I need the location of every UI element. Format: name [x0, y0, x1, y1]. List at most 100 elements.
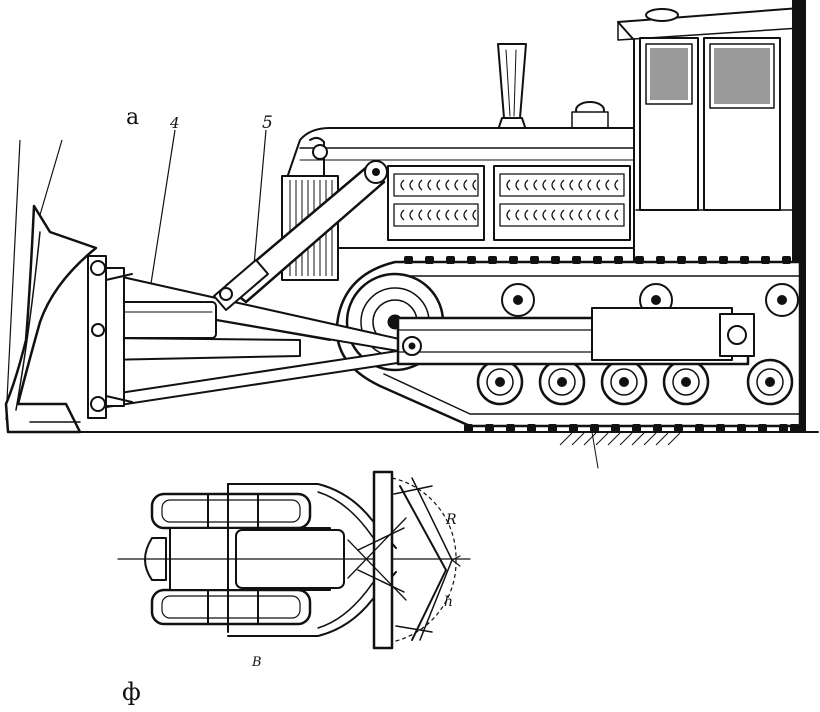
track-grouser [485, 424, 494, 432]
louver-slot [436, 209, 441, 221]
louver-slot [569, 209, 574, 221]
louver-slot [614, 209, 619, 221]
louver-slot [436, 179, 441, 191]
louver-slot [587, 209, 592, 221]
louver-slot [515, 209, 520, 221]
louver-slot [551, 209, 556, 221]
louver-slot [542, 179, 547, 191]
leader-lines [5, 129, 267, 421]
louver-slot [596, 209, 601, 221]
track-grouser [695, 424, 704, 432]
louver-slot [596, 179, 601, 191]
louver-slot [569, 179, 574, 191]
track-grouser [716, 424, 725, 432]
louver-slot [515, 179, 520, 191]
dozer-blade [4, 204, 133, 434]
louver-slot [454, 179, 459, 191]
track-grouser [737, 424, 746, 432]
louver-slot [463, 179, 468, 191]
louver-slot [524, 209, 529, 221]
road-wheel [600, 358, 648, 406]
label-plan-caption: В [251, 655, 262, 670]
louver-slot [445, 209, 450, 221]
louver-slot [445, 179, 450, 191]
label-leader-5: 5 [262, 113, 273, 133]
track-grouser [653, 424, 662, 432]
track-grouser [509, 256, 518, 264]
louver-slot [533, 179, 538, 191]
louver-slot [614, 179, 619, 191]
track-grouser [790, 424, 799, 432]
louver-slot [454, 209, 459, 221]
track-grouser [527, 424, 536, 432]
louver-slot [542, 209, 547, 221]
louver-slot [560, 209, 565, 221]
track-grouser [698, 256, 707, 264]
louver-slot [400, 209, 405, 221]
louver-slot [400, 179, 405, 191]
road-wheel [746, 358, 794, 406]
road-wheel [476, 358, 524, 406]
louver-slot [427, 179, 432, 191]
track-grouser [467, 256, 476, 264]
track-grouser [635, 256, 644, 264]
exhaust-stack [497, 43, 609, 131]
track-grouser [404, 256, 413, 264]
louver-slot [418, 209, 423, 221]
track-grouser [425, 256, 434, 264]
road-wheel [538, 358, 586, 406]
cab [617, 0, 806, 432]
plan-right-track [150, 588, 312, 626]
label-leader-4: 4 [169, 114, 180, 132]
plan-push-frame [227, 483, 397, 637]
label-angle-upper: R [445, 512, 457, 528]
plan-blade [347, 470, 453, 650]
louver-slot [578, 179, 583, 191]
louver-slot [506, 209, 511, 221]
track-grouser [572, 256, 581, 264]
track-grouser [530, 256, 539, 264]
tilt-cylinder [99, 301, 331, 361]
track-grouser [551, 256, 560, 264]
label-view-b: ф [122, 678, 141, 706]
louver-slot [551, 179, 556, 191]
label-view-a: а [126, 105, 139, 130]
louver-slot [472, 209, 477, 221]
louver-slot [560, 179, 565, 191]
louver-slot [506, 179, 511, 191]
louver-slot [605, 179, 610, 191]
track-grouser [590, 424, 599, 432]
plan-left-track [150, 492, 312, 530]
push-beam [99, 271, 755, 409]
track-grouser [782, 256, 791, 264]
track-grouser [611, 424, 620, 432]
louver-slot [409, 179, 414, 191]
track-grouser [569, 424, 578, 432]
track-grouser [548, 424, 557, 432]
track-grouser [593, 256, 602, 264]
track-grouser [656, 256, 665, 264]
bulldozer-side-view: а 4 5 [4, 0, 819, 469]
plan-body [117, 527, 471, 591]
louver-slot [524, 179, 529, 191]
louver-slot [605, 209, 610, 221]
track-grouser [464, 424, 473, 432]
track-grouser [677, 256, 686, 264]
lift-cylinder [213, 160, 388, 311]
plan-angle-arcs [391, 477, 457, 643]
ground-line [7, 431, 819, 469]
bulldozer-plan-view: R h В [117, 470, 471, 670]
louver-slot [463, 209, 468, 221]
track-grouser [488, 256, 497, 264]
track-grouser [779, 424, 788, 432]
track-grouser [446, 256, 455, 264]
track-grouser [632, 424, 641, 432]
louver-slot [409, 209, 414, 221]
louver-slot [533, 209, 538, 221]
track-grouser [674, 424, 683, 432]
track-grouser [740, 256, 749, 264]
louver-slot [578, 209, 583, 221]
track-grouser [614, 256, 623, 264]
track-grouser [758, 424, 767, 432]
track-grouser [761, 256, 770, 264]
